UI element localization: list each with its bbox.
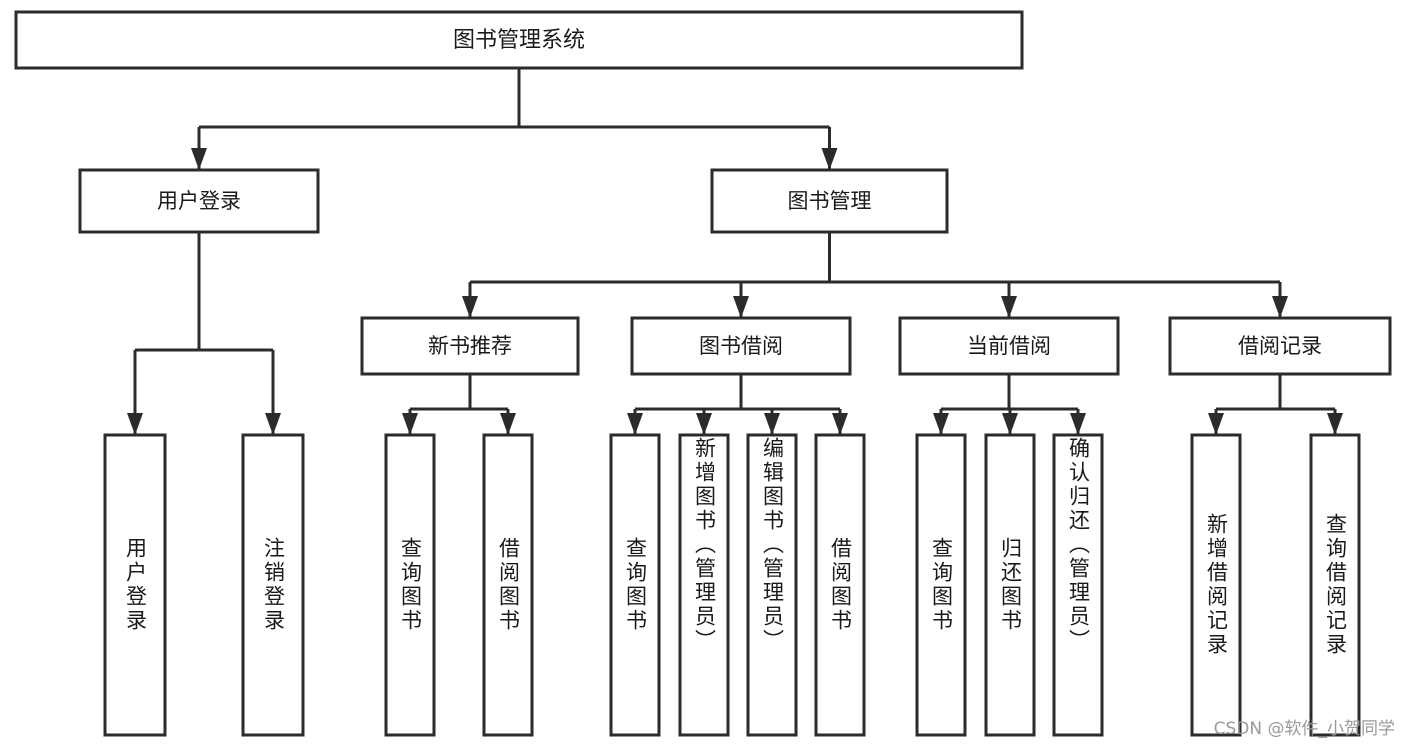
- node-box-user-login-leaf[interactable]: [103, 433, 167, 737]
- arrow-head-icon: [1001, 296, 1017, 318]
- node-box-borrow-edit-book-admin[interactable]: [746, 433, 798, 737]
- arrow-head-icon: [1070, 413, 1086, 435]
- arrow-head-icon: [462, 296, 478, 318]
- arrow-head-icon: [832, 413, 848, 435]
- node-label-book-management: 图书管理: [788, 189, 872, 213]
- node-label-book-borrow: 图书借阅: [699, 334, 783, 358]
- arrow-head-icon: [733, 296, 749, 318]
- arrow-head-icon: [1327, 413, 1343, 435]
- node-label-root: 图书管理系统: [453, 28, 585, 53]
- node-box-recommend-query-book[interactable]: [384, 433, 436, 737]
- node-box-records-query-record[interactable]: [1309, 433, 1361, 737]
- node-box-root[interactable]: [14, 10, 1024, 70]
- node-label-user-login: 用户登录: [157, 189, 241, 213]
- arrow-head-icon: [933, 413, 949, 435]
- arrow-head-icon: [265, 413, 281, 435]
- node-box-user-logout-leaf[interactable]: [241, 433, 305, 737]
- arrow-head-icon: [191, 148, 207, 170]
- node-label-new-book-recommend: 新书推荐: [428, 334, 512, 358]
- arrow-head-icon: [696, 413, 712, 435]
- node-box-current-borrow[interactable]: [898, 316, 1120, 376]
- watermark-text: CSDN @软件_小贺同学: [1213, 719, 1395, 739]
- arrow-head-icon: [627, 413, 643, 435]
- connectors-layer: [127, 68, 1343, 435]
- node-box-new-book-recommend[interactable]: [360, 316, 580, 376]
- node-label-borrow-records: 借阅记录: [1238, 334, 1322, 358]
- node-box-current-query-book[interactable]: [915, 433, 967, 737]
- node-box-borrow-query-book[interactable]: [609, 433, 661, 737]
- arrow-head-icon: [1002, 413, 1018, 435]
- arrow-head-icon: [402, 413, 418, 435]
- arrow-head-icon: [821, 148, 838, 170]
- arrow-head-icon: [1272, 296, 1288, 318]
- node-box-book-borrow[interactable]: [630, 316, 852, 376]
- node-box-user-login[interactable]: [78, 168, 320, 234]
- arrow-head-icon: [764, 413, 780, 435]
- arrow-head-icon: [127, 413, 143, 435]
- node-box-borrow-borrow-book[interactable]: [814, 433, 866, 737]
- node-box-current-return-book[interactable]: [984, 433, 1036, 737]
- node-box-current-confirm-return-admin[interactable]: [1052, 433, 1104, 737]
- node-box-records-add-record[interactable]: [1190, 433, 1242, 737]
- node-label-current-borrow: 当前借阅: [967, 334, 1051, 358]
- node-box-book-management[interactable]: [710, 168, 949, 234]
- node-box-borrow-records[interactable]: [1168, 316, 1392, 376]
- node-box-borrow-add-book-admin[interactable]: [678, 433, 730, 737]
- node-box-recommend-borrow-book[interactable]: [482, 433, 534, 737]
- arrow-head-icon: [500, 413, 516, 435]
- arrow-head-icon: [1208, 413, 1224, 435]
